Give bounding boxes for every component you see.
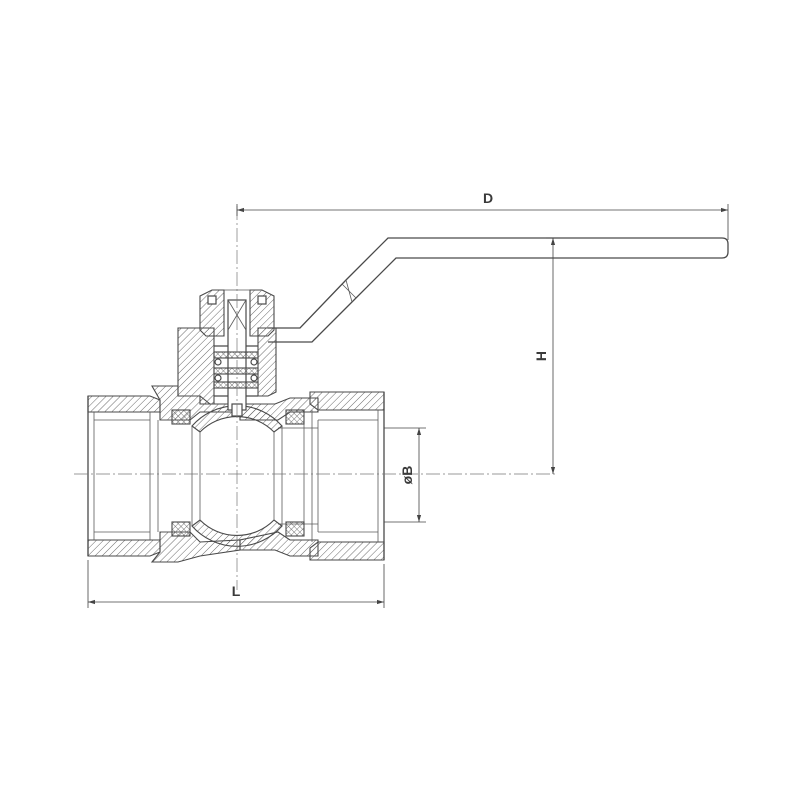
dimension-l-label: L (232, 583, 241, 599)
ball (191, 405, 283, 547)
lever-handle (268, 237, 729, 343)
dimension-b-label: øB (399, 466, 415, 485)
dimension-l: L (87, 560, 385, 608)
dimension-d: D (236, 190, 729, 240)
dimension-d-label: D (483, 190, 493, 206)
ball-seats (171, 409, 305, 537)
dimension-h: H (533, 237, 560, 474)
dimension-b: øB (384, 427, 426, 523)
dimension-h-label: H (533, 351, 549, 361)
stem-nut (199, 289, 275, 337)
centerlines (74, 206, 556, 590)
